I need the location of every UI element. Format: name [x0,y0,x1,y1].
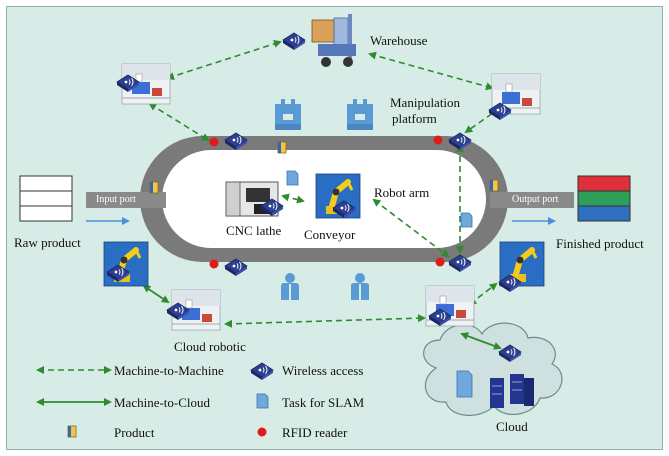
manipulation-platform-label-line1: Manipulation [390,95,461,110]
legend-rfid-icon [257,427,267,437]
warehouse-wireless-icon [282,32,306,51]
task-for-slam-icon [460,212,473,228]
legend-task-icon [256,393,269,409]
legend-rfid-label: RFID reader [282,425,348,440]
cloud-robotic-label: Cloud robotic [174,339,246,354]
output-port-label: Output port [512,194,559,205]
warehouse-label: Warehouse [370,33,428,48]
input-port-bar [86,192,166,208]
raw-product-label: Raw product [14,235,81,250]
cloud-label: Cloud [496,419,528,434]
output-port-bar [490,192,574,208]
human-worker-icon [281,273,299,300]
task-for-slam-icon [286,170,299,186]
legend-wireless-icon [250,362,274,381]
machine-to-cloud-links [142,284,502,350]
manipulation-platform-icon [275,99,301,130]
finished-product-stack [577,175,631,222]
product-icon [489,179,499,192]
legend-m2c-label: Machine-to-Cloud [114,395,211,410]
legend-m2m-label: Machine-to-Machine [114,363,224,378]
manipulation-platform-icon [347,99,373,130]
product-icon [277,141,287,154]
robot-arm-picture-icon [104,242,148,286]
legend-wireless-label: Wireless access [282,363,364,378]
warehouse-forklift-icon [311,14,356,67]
input-port-label: Input port [96,194,136,205]
manipulation-platform-label-line2: platform [392,111,437,126]
legend-task-label: Task for SLAM [282,395,365,410]
raw-product-stack [19,175,73,222]
conveyor-label: Conveyor [304,227,356,242]
finished-product-label: Finished product [556,236,644,251]
human-worker-icon [351,273,369,300]
cloud-task-icon [456,370,473,398]
cnc-lathe-label: CNC lathe [226,223,282,238]
legend-product-label: Product [114,425,155,440]
robot-arm-label: Robot arm [374,185,430,200]
rfid-readers [209,135,445,269]
legend-product-icon [67,425,77,438]
product-icon [149,181,159,194]
cloud-server-icon [490,374,534,408]
